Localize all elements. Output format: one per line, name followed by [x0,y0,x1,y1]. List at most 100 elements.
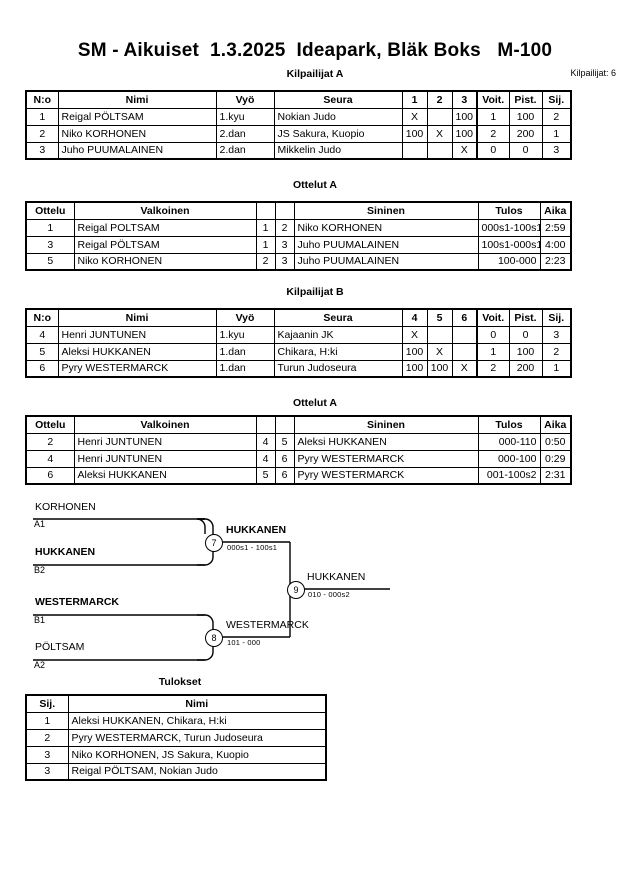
bracket-semi-score-8: 101 - 000 [227,638,261,647]
cell-result: 000-110 [477,432,541,451]
cell-m2 [426,325,453,344]
cell-m3: X [451,359,478,378]
cell-blue: Juho PUUMALAINEN [293,252,479,271]
cell-m3: 100 [451,124,478,143]
cell-wins: 2 [476,359,510,378]
col-result: Tulos [477,415,541,434]
cell-points: 0 [508,141,543,160]
pool-b-table: N:o Nimi Vyö Seura 4 5 6 Voit. Pist. Sij… [25,308,572,378]
cell-time: 0:29 [539,449,572,468]
bracket-entry-name-2: WESTERMARCK [35,596,119,608]
col-rank: Sij. [541,308,572,327]
bracket-semi-score-7: 000s1 - 100s1 [227,543,278,552]
cell-m1: X [401,325,428,344]
cell-result: 000s1-100s1 [477,218,541,237]
cell-blue-no: 6 [274,466,295,485]
cell-white: Niko KORHONEN [73,252,257,271]
col-points: Pist. [508,308,543,327]
cell-rank: 1 [25,711,69,730]
cell-white: Reigal POLTSAM [73,218,257,237]
cell-time: 4:00 [539,235,572,254]
col-m5: 5 [426,308,453,327]
cell-wins: 1 [476,342,510,361]
cell-wins: 2 [476,124,510,143]
cell-result: 000-100 [477,449,541,468]
cell-time: 2:59 [539,218,572,237]
cell-rank: 1 [541,359,572,378]
cell-match: 1 [25,218,75,237]
cell-points: 100 [508,107,543,126]
bracket-match-number-9: 9 [287,581,305,599]
col-m4: 4 [401,308,428,327]
cell-white: Reigal PÖLTSAM [73,235,257,254]
cell-match: 2 [25,432,75,451]
col-match: Ottelu [25,415,75,434]
cell-wins: 0 [476,141,510,160]
col-white: Valkoinen [73,415,257,434]
results-header-row: Sij. Nimi [25,694,327,713]
bracket-match-number-8: 8 [205,629,223,647]
cell-name: Aleksi HUKKANEN [57,342,217,361]
cell-no: 2 [25,124,59,143]
cell-belt: 2.dan [215,124,275,143]
results-caption: Tulokset [158,676,202,688]
cell-white-no: 2 [255,252,276,271]
competitors-count: Kilpailijat: 6 [570,68,616,78]
col-wins: Voit. [476,308,510,327]
col-white-no [255,201,276,220]
col-rank: Sij. [541,90,572,109]
cell-white-no: 1 [255,235,276,254]
col-m2: 2 [426,90,453,109]
cell-name: Henri JUNTUNEN [57,325,217,344]
cell-m1: X [401,107,428,126]
col-blue: Sininen [293,415,479,434]
cell-m3: 100 [451,107,478,126]
cell-match: 6 [25,466,75,485]
cell-result: 100s1-000s1 [477,235,541,254]
bracket-entry-name-3: PÖLTSAM [35,641,85,653]
cell-no: 1 [25,107,59,126]
pool-a-caption: Kilpailijat A [286,68,344,80]
cell-rank: 1 [541,124,572,143]
pool-b-caption: Kilpailijat B [286,286,344,298]
col-name: Nimi [57,308,217,327]
bracket-entry-seed-1: B2 [34,565,46,575]
col-rank: Sij. [25,694,69,713]
cell-white: Henri JUNTUNEN [73,449,257,468]
cell-m1: 100 [401,124,428,143]
col-time: Aika [539,201,572,220]
cell-m2: X [426,124,453,143]
pool-a-header-row: N:o Nimi Vyö Seura 1 2 3 Voit. Pist. Sij… [25,90,572,109]
cell-blue: Pyry WESTERMARCK [293,466,479,485]
cell-no: 5 [25,342,59,361]
cell-belt: 2.dan [215,141,275,160]
matches-b-header-row: Ottelu Valkoinen Sininen Tulos Aika [25,415,572,434]
cell-belt: 1.dan [215,359,275,378]
bracket-entry-seed-2: B1 [34,615,46,625]
col-m6: 6 [451,308,478,327]
cell-club: Nokian Judo [273,107,403,126]
bracket-match-number-7: 7 [205,534,223,552]
cell-wins: 0 [476,325,510,344]
cell-blue-no: 3 [274,235,295,254]
col-blue-no [274,201,295,220]
col-match: Ottelu [25,201,75,220]
cell-rank: 3 [541,141,572,160]
matches-a-caption: Ottelut A [293,179,337,191]
cell-points: 200 [508,124,543,143]
cell-blue-no: 6 [274,449,295,468]
cell-blue-no: 3 [274,252,295,271]
cell-rank: 3 [25,762,69,781]
pool-b-header-row: N:o Nimi Vyö Seura 4 5 6 Voit. Pist. Sij… [25,308,572,327]
